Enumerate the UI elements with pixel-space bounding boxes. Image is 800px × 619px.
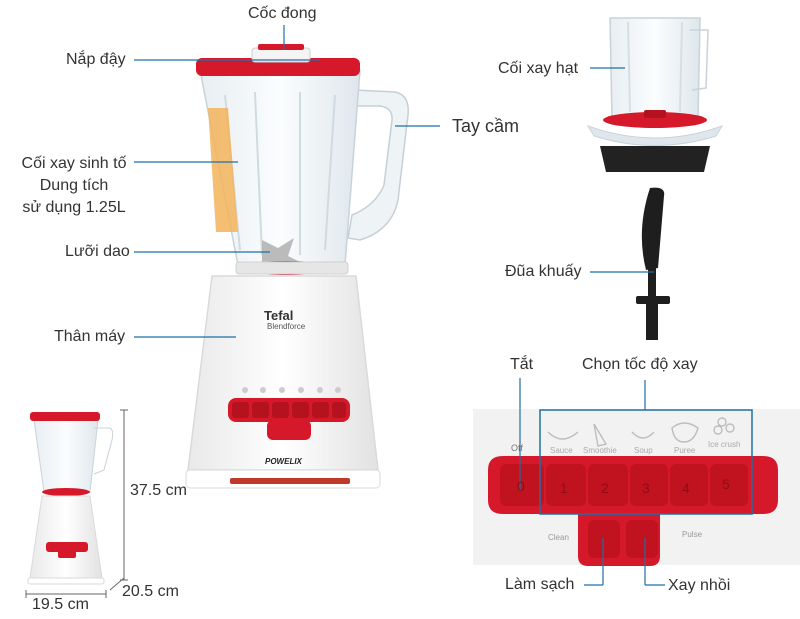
label-xay-nhoi: Xay nhồi xyxy=(668,577,731,594)
badge-text: POWELIX xyxy=(265,457,302,466)
mode-soup: Soup xyxy=(634,446,653,455)
label-coi-xay-sinh-to-line2: Dung tích xyxy=(39,177,109,194)
label-dua-khuay: Đũa khuấy xyxy=(505,263,582,280)
label-than-may: Thân máy xyxy=(54,328,126,345)
brand-name: Tefal xyxy=(264,308,294,323)
callout-lines xyxy=(134,25,665,586)
label-tay-cam: Tay cầm xyxy=(452,116,520,136)
label-tat: Tắt xyxy=(510,356,534,373)
grinder-cup xyxy=(586,17,724,172)
label-coi-xay-sinh-to-line3: sử dụng 1.25L xyxy=(22,199,126,216)
panel-clean: Clean xyxy=(548,533,569,542)
label-lam-sach: Làm sạch xyxy=(505,576,575,593)
speed-1: 1 xyxy=(560,480,568,496)
small-blender xyxy=(27,412,114,585)
main-blender xyxy=(185,44,409,489)
dimension-height: 37.5 cm xyxy=(130,482,187,499)
label-coi-xay-sinh-to: Cối xay sinh tố Dung tích sử dụng 1.25L xyxy=(14,153,134,219)
mode-smoothie: Smoothie xyxy=(583,446,617,455)
label-coc-dong: Cốc đong xyxy=(248,5,317,22)
dimension-width: 19.5 cm xyxy=(32,596,89,613)
speed-0: 0 xyxy=(517,478,525,494)
mode-ice-crush: Ice crush xyxy=(708,440,741,449)
panel-pulse: Pulse xyxy=(682,530,703,539)
label-chon-toc-do: Chọn tốc độ xay xyxy=(582,356,698,373)
spatula xyxy=(636,187,670,340)
speed-2: 2 xyxy=(601,480,609,496)
panel-off: Off xyxy=(511,443,523,453)
label-coi-xay-hat: Cối xay hạt xyxy=(498,60,579,77)
speed-3: 3 xyxy=(642,480,650,496)
label-nap-day: Nắp đậy xyxy=(66,51,126,68)
mode-puree: Puree xyxy=(674,446,696,455)
label-luoi-dao: Lưỡi dao xyxy=(65,243,130,260)
speed-5: 5 xyxy=(722,476,730,492)
speed-4: 4 xyxy=(682,480,690,496)
dimension-depth: 20.5 cm xyxy=(122,583,179,600)
panel-closeup xyxy=(473,409,800,566)
dimension-lines xyxy=(25,409,128,598)
brand-model: Blendforce xyxy=(267,322,306,331)
label-coi-xay-sinh-to-line1: Cối xay sinh tố xyxy=(21,155,127,172)
mode-sauce: Sauce xyxy=(550,446,573,455)
